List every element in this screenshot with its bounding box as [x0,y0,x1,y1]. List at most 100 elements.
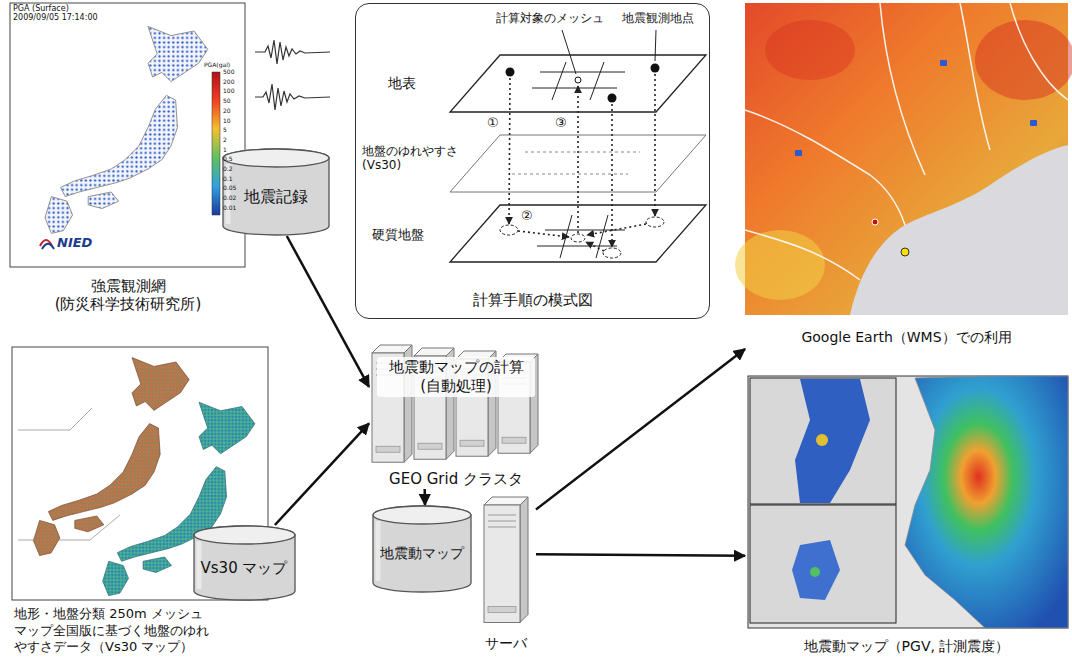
art-g [500,217,664,258]
map-timestamp: 2009/09/05 17:14:00 [13,13,98,22]
scale-value: 2 [223,137,227,144]
art-rect [212,72,220,215]
art-ellipse [975,20,1072,100]
scale-value: 5 [223,127,227,134]
caption-text: 強震観測網 (防災科学技術研究所) [48,277,208,315]
google-earth-view [735,3,1072,315]
art-path [376,521,381,581]
art-rect [502,437,526,443]
map-panel: Google Earth（WMS）での利用 [745,3,1068,349]
art-use [45,26,208,233]
art-path [960,3,990,150]
art-rect [1030,120,1037,126]
art-polygon [450,205,706,262]
art-rect [376,446,400,452]
art-path [42,244,54,249]
art-rect [750,505,896,623]
node-label: サーバ [485,635,527,653]
scale-value: 0.1 [223,176,233,183]
caption-text: Google Earth（WMS）での利用 [801,329,1011,347]
caption-text: 地形・地盤分類 250m メッシュ マップ全国版に基づく地盤のゆれ やすさデータ… [14,606,214,655]
callout-label: 地震観測地点 [622,12,694,26]
database-cylinder: Vs30 マップ [193,525,296,601]
scale-value: 0.02 [223,195,236,202]
scale-value: 500 [223,69,234,76]
art-path [255,40,330,64]
art-line [540,72,625,73]
art-polygon [450,55,706,112]
pga-map [10,3,245,267]
scale-value: 0.5 [223,156,233,163]
database-cylinder: 地震動マップ [372,505,472,593]
art-ellipse [500,225,518,235]
art-line [654,74,656,216]
art-circle [816,434,828,446]
art-rect [418,443,442,449]
callout-label: 計算対象のメッシュ [496,12,604,26]
art-line [611,104,613,247]
step-number: ② [521,209,533,224]
art-path [745,110,905,225]
art-circle [651,64,660,73]
scale-value: 100 [223,88,234,95]
art-line [537,246,617,247]
step-number: ① [487,116,499,131]
logo-text: NIED [57,236,92,251]
art-ellipse [765,20,855,80]
server-cluster: 地震動マップの計算 (自動処理)GEO Grid クラスタ [369,343,543,489]
art-line [532,88,617,89]
art-circle [872,219,878,225]
art-path [795,379,870,503]
flow-arrow [536,554,745,555]
art-line [512,174,628,175]
node-label: 地震記録 [244,187,308,207]
art-circle [575,77,581,83]
flow-arrow [287,236,369,387]
map-panel: 地形・地盤分類 250m メッシュ マップ全国版に基づく地盤のゆれ やすさデータ… [10,347,272,657]
node-label: Vs30 マップ [201,559,288,578]
scale-value: 200 [223,79,234,86]
map-title: PGA (Surface) [13,4,69,13]
art-ellipse [646,217,664,227]
art-g [512,152,640,174]
waveforms [255,40,330,110]
art-line [488,527,516,528]
art-rect [10,3,245,267]
layer-label: 地盤のゆれやすさ (Vs30) [362,145,470,173]
art-rect [795,150,802,156]
schematic-frame: 計算手順の模式図 [355,3,710,319]
art-path [1010,3,1068,100]
art-line [509,78,510,224]
art-path [18,408,120,540]
flow-arrow [536,349,745,509]
art-g [745,3,1068,280]
ground-motion-map [748,376,1068,628]
art-path [880,3,925,175]
flow-arrow [275,423,369,525]
art-path [792,540,840,600]
art-circle [810,567,820,577]
scale-value: 50 [223,98,231,105]
art-ellipse [223,149,329,167]
art-path [905,376,1068,628]
art-circle [901,248,909,256]
art-rect [750,378,896,504]
flow-arrow [423,489,426,505]
art-path [255,84,330,110]
art-line [518,231,569,237]
node-label: 地震動マップの計算 (自動処理) [377,357,535,397]
step-number: ③ [555,116,567,131]
art-rect [748,376,1068,628]
art-rect [940,60,947,66]
scale-value: 0.05 [223,185,236,192]
database-cylinder: 地震記録 [222,148,330,236]
scale-value: 10 [223,118,231,125]
node-label: 地震動マップ [380,545,464,563]
art-line [552,62,566,100]
art-line [577,86,579,233]
art-circle [608,94,617,103]
calculation-schematic [450,30,706,262]
art-path [373,506,471,592]
art-line [596,215,608,258]
